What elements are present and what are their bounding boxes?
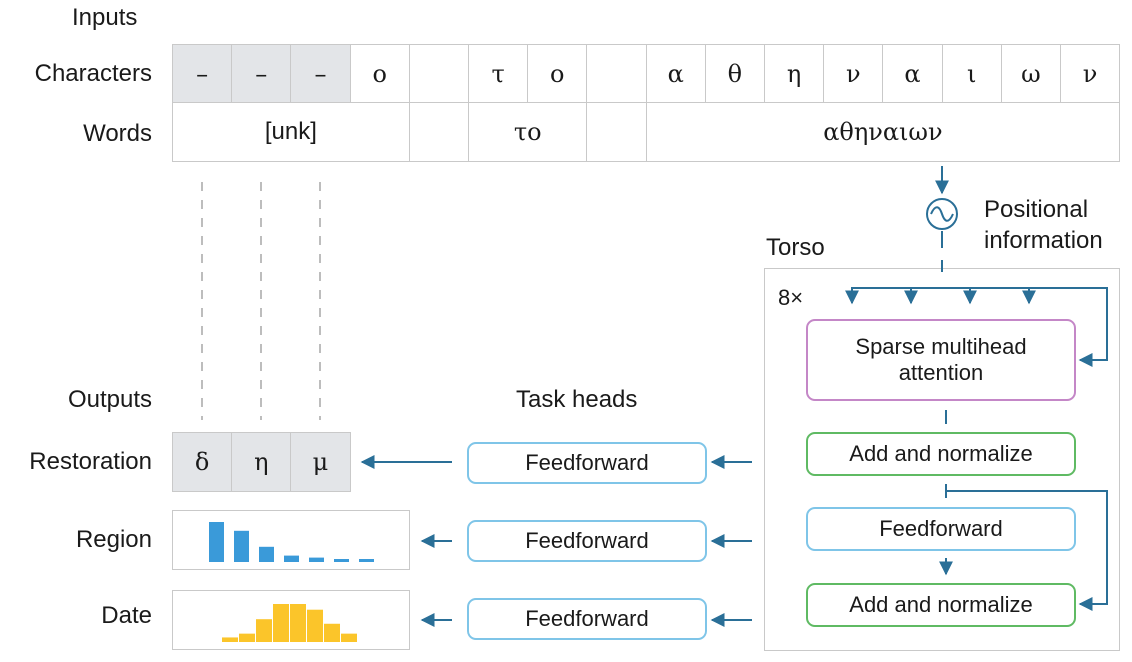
- characters-label: Characters: [34, 60, 152, 87]
- torso-feedforward-box: Feedforward: [806, 507, 1076, 551]
- character-cell: ν: [1060, 44, 1121, 103]
- residual-attention-path: [851, 287, 1108, 367]
- character-cell: ο: [349, 44, 410, 103]
- character-cell: ι: [941, 44, 1002, 103]
- character-cell: ν: [823, 44, 884, 103]
- region-bar: [284, 555, 299, 562]
- date-bar: [239, 633, 255, 642]
- date-bar-chart: [222, 604, 357, 642]
- character-cell: –: [231, 44, 292, 103]
- word-cell: [408, 102, 469, 162]
- region-bar: [234, 530, 249, 562]
- date-bar: [341, 633, 357, 642]
- region-label: Region: [75, 526, 152, 553]
- word-cell: [586, 102, 647, 162]
- character-cell: ω: [1000, 44, 1061, 103]
- restoration-feedforward-box: Feedforward: [467, 442, 707, 484]
- restoration-cell: μ: [290, 432, 351, 492]
- torso-label: Torso: [766, 234, 825, 261]
- region-distribution-panel: [172, 510, 410, 570]
- region-bar: [209, 522, 224, 562]
- words-label: Words: [83, 120, 152, 147]
- restoration-label: Restoration: [29, 448, 152, 475]
- add-normalize-box-1: Add and normalize: [806, 432, 1076, 476]
- task-heads-label: Task heads: [516, 386, 638, 413]
- positional-wave-icon: [926, 198, 958, 230]
- character-cell: α: [645, 44, 706, 103]
- date-bar: [307, 609, 323, 642]
- date-bar: [290, 604, 306, 642]
- character-cell: [408, 44, 469, 103]
- character-cell: η: [764, 44, 825, 103]
- date-bar: [256, 619, 272, 642]
- region-feedforward-box: Feedforward: [467, 520, 707, 562]
- word-cell: αθηναιων: [645, 102, 1121, 162]
- date-distribution-panel: [172, 590, 410, 650]
- sparse-attention-box: Sparse multihead attention: [806, 319, 1076, 401]
- character-cell: α: [882, 44, 943, 103]
- date-feedforward-box: Feedforward: [467, 598, 707, 640]
- character-cell: ο: [527, 44, 588, 103]
- date-bar: [324, 623, 340, 642]
- positional-information-label: Positional information: [984, 196, 1103, 254]
- word-cell: το: [468, 102, 588, 162]
- character-cell: –: [172, 44, 233, 103]
- add-normalize-box-2: Add and normalize: [806, 583, 1076, 627]
- repeat-count-label: 8×: [778, 285, 804, 310]
- character-cell: –: [290, 44, 351, 103]
- residual-ff-path: [946, 490, 1108, 611]
- region-bar: [259, 546, 274, 562]
- date-bar: [273, 604, 289, 642]
- date-label: Date: [101, 602, 152, 629]
- date-bar: [222, 637, 238, 642]
- region-bar: [334, 559, 349, 562]
- alignment-dashed-lines: [201, 182, 321, 420]
- region-bar: [309, 557, 324, 562]
- region-bar-chart: [209, 522, 374, 562]
- region-bar: [359, 559, 374, 562]
- inputs-label: Inputs: [72, 4, 138, 31]
- outputs-label: Outputs: [67, 386, 152, 413]
- word-cell: [unk]: [172, 102, 410, 162]
